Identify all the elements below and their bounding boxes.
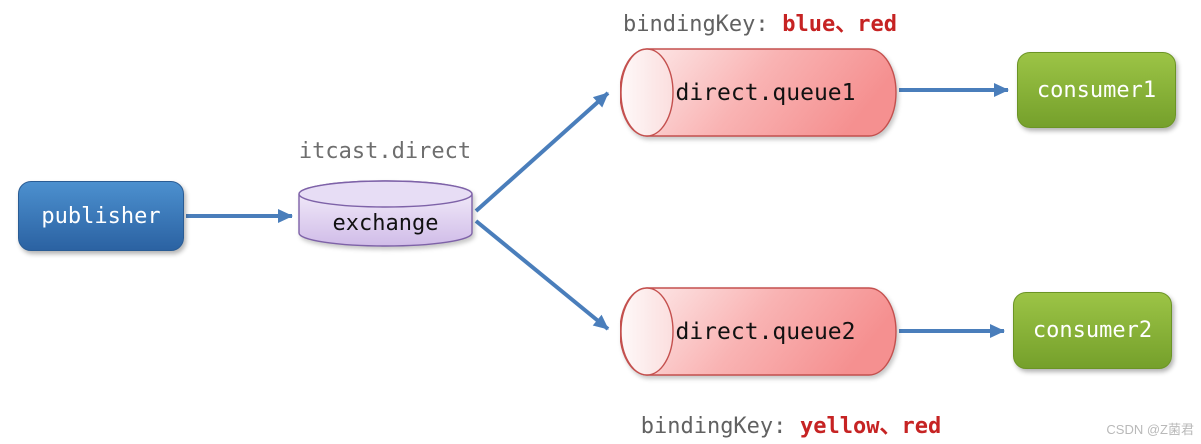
consumer2-label: consumer2	[1032, 318, 1153, 343]
arrow-exchange-to-queue2	[474, 219, 610, 331]
queue1-node: direct.queue1	[620, 48, 897, 137]
publisher-label: publisher	[41, 203, 161, 229]
queue2-node: direct.queue2	[620, 287, 897, 376]
csdn-watermark: CSDN @Z菌君	[1106, 422, 1194, 437]
consumer2-node: consumer2	[1013, 292, 1172, 369]
consumer1-node: consumer1	[1017, 52, 1176, 128]
queue2-label: direct.queue2	[675, 318, 856, 345]
exchange-name-label: itcast.direct	[298, 139, 472, 164]
arrow-exchange-to-queue1	[474, 91, 610, 213]
queue1-label: direct.queue1	[675, 79, 856, 106]
publisher-node: publisher	[18, 181, 184, 251]
exchange-label: exchange	[332, 211, 439, 236]
consumer1-label: consumer1	[1036, 77, 1157, 103]
binding-key-values: blue、red	[782, 12, 898, 37]
binding-key-label-queue2: bindingKey: yellow、red	[591, 408, 991, 440]
binding-key-label-queue1: bindingKey: blue、red	[560, 6, 960, 38]
binding-key-values: yellow、red	[800, 414, 942, 439]
queue1-cylinder-shape	[620, 48, 897, 137]
exchange-node: exchange	[298, 180, 473, 247]
queue2-cylinder-shape	[620, 287, 897, 376]
binding-key-prefix: bindingKey:	[640, 414, 787, 439]
binding-key-prefix: bindingKey:	[622, 12, 769, 37]
exchange-cylinder-shape	[298, 180, 473, 247]
